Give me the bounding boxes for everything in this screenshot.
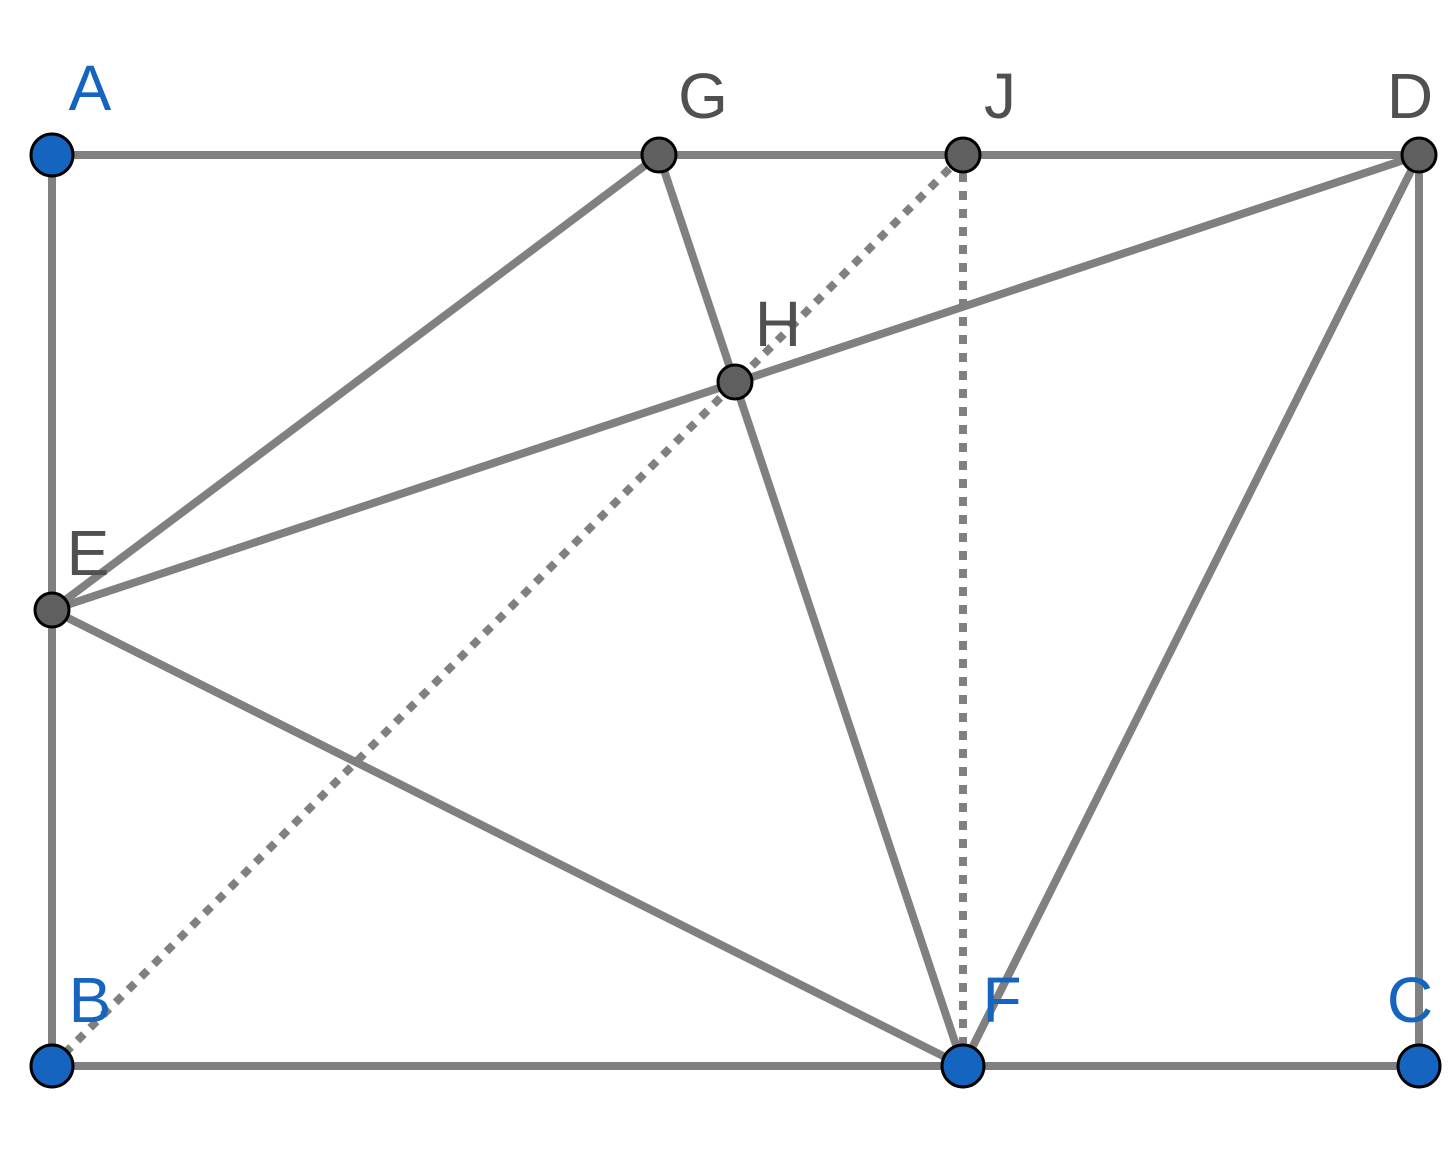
- segments-layer: [48, 151, 1423, 1070]
- point-label-c: C: [1387, 964, 1433, 1036]
- point-label-e: E: [67, 517, 110, 589]
- point-label-d: D: [1387, 60, 1433, 132]
- segment-df: [959, 153, 1423, 1068]
- point-d[interactable]: [1400, 136, 1438, 174]
- point-h[interactable]: [716, 363, 754, 401]
- point-g[interactable]: [640, 136, 678, 174]
- point-c[interactable]: [1396, 1043, 1442, 1089]
- labels-layer: A B C D E F G H J: [67, 52, 1433, 1036]
- segment-bj: [49, 152, 966, 1069]
- point-label-g: G: [678, 60, 728, 132]
- point-label-f: F: [982, 964, 1021, 1036]
- segment-eg: [49, 151, 662, 614]
- segment-ef: [50, 606, 965, 1070]
- point-e[interactable]: [33, 591, 71, 629]
- segment-gf: [655, 153, 967, 1068]
- point-label-b: B: [69, 964, 112, 1036]
- points-layer: [29, 132, 1442, 1089]
- point-label-a: A: [69, 52, 112, 124]
- point-j[interactable]: [944, 136, 982, 174]
- point-a[interactable]: [29, 132, 75, 178]
- point-b[interactable]: [29, 1043, 75, 1089]
- point-label-h: H: [755, 288, 801, 360]
- point-label-j: J: [984, 60, 1016, 132]
- point-f[interactable]: [940, 1043, 986, 1089]
